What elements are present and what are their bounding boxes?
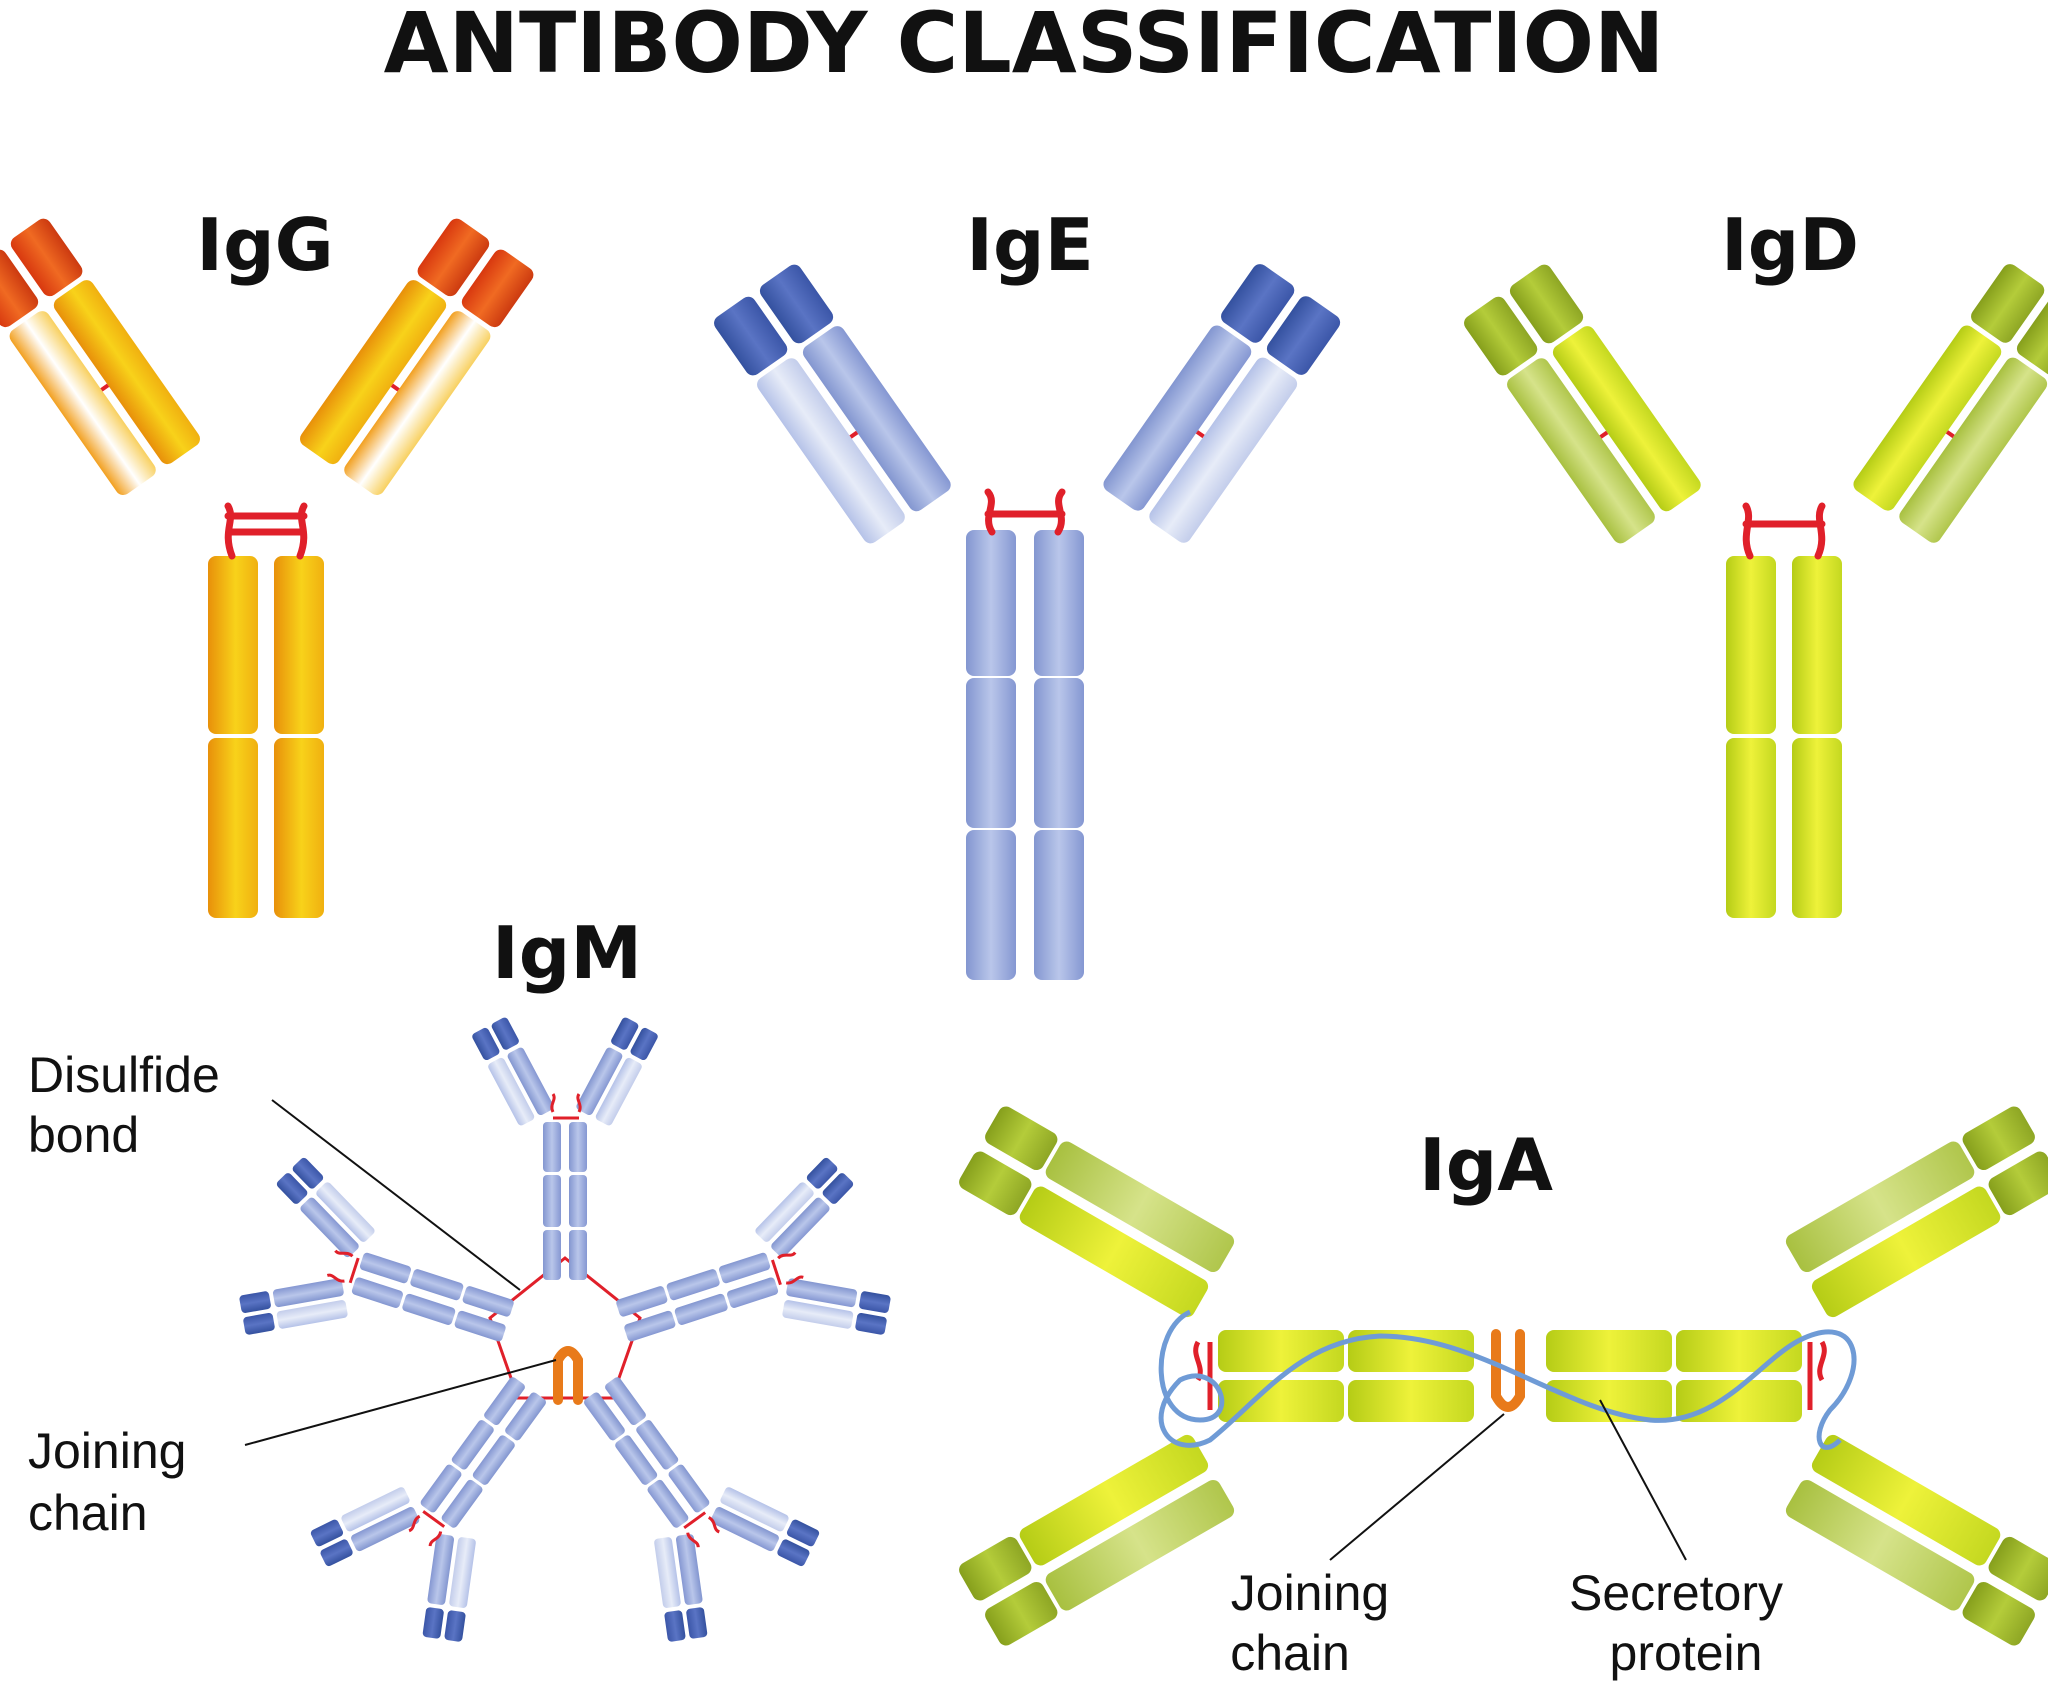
iga-left-stem-bottom-1 [1218,1380,1344,1422]
igg-disulfide-bonds [224,502,308,560]
igg-left-light-chain [9,311,156,496]
igm-joining-label-line2: chain [28,1485,148,1541]
igg-left-light-variable [0,249,39,328]
igm-monomer [616,1157,891,1342]
ige-disulfide-bonds [984,488,1066,536]
igd-right-light-chain [1899,357,2048,543]
igm-joining-leader [244,1359,557,1446]
igm-monomers [239,1017,891,1642]
igm-monomer [310,1377,546,1642]
ige-stem-left-2 [966,678,1016,828]
page-title: ANTIBODY CLASSIFICATION [384,0,1665,92]
igd-right-heavy-chain [1853,325,2002,511]
iga-secretory-leader [1599,1399,1687,1561]
igg-left-heavy-chain [53,280,200,465]
igm-joining-label-line1: Joining [28,1423,186,1479]
igg-label: IgG [196,203,333,287]
igg-stem-right-upper [274,556,324,734]
iga-right-lower-arm [1785,1434,2048,1646]
iga-secretory-label-line1: Secretory [1569,1565,1783,1621]
ige-left-light-variable [714,296,788,376]
igd-antibody: IgD [1464,203,2048,918]
ige-right-heavy-chain [1103,325,1252,511]
igd-stem-left-lower [1726,738,1776,918]
igg-right-light-variable [461,249,534,328]
ige-left-heavy-variable [759,264,834,344]
igm-disulfide-label-line2: bond [28,1107,139,1163]
ige-label: IgE [966,203,1094,287]
igm-label: IgM [492,911,642,995]
iga-right-stem-bottom-2 [1676,1380,1802,1422]
igm-disulfide-leader [271,1099,521,1291]
igg-left-heavy-variable [10,218,83,297]
iga-left-stem-bottom-2 [1348,1380,1474,1422]
iga-left-stem-top-2 [1348,1330,1474,1372]
iga-joining-label-line2: chain [1230,1625,1350,1681]
igg-stem-right-lower [274,738,324,918]
igg-antibody: IgG [0,203,534,918]
ige-left-heavy-chain [802,326,951,512]
iga-left-lower-arm [959,1434,1235,1646]
igd-left-light-chain [1507,358,1655,544]
igm-joining-chain [553,1346,583,1405]
igd-left-heavy-chain [1552,326,1701,512]
iga-right-stem-bottom-1 [1546,1380,1672,1422]
igg-stem-left-upper [208,556,258,734]
iga-secretory-protein [1158,1309,1857,1450]
igg-right-heavy-chain [300,280,447,465]
ige-right-light-variable [1266,296,1341,375]
igm-disulfide-pentagon [488,1256,642,1400]
igm-antibody: IgM Disulfide bond Joining chain [28,911,891,1642]
igd-label: IgD [1721,203,1859,287]
igd-right-heavy-variable [1971,264,2045,343]
ige-stem-right-2 [1034,678,1084,828]
ige-right-light-chain [1149,357,1298,543]
iga-left-upper-arm [959,1106,1235,1318]
igg-right-light-chain [344,311,491,496]
igd-stem-right-upper [1792,556,1842,734]
ige-antibody: IgE [714,203,1341,980]
igg-stem-left-lower [208,738,258,918]
igg-right-heavy-variable [417,218,490,297]
iga-antibody: IgA [959,1106,2048,1681]
ige-left-light-chain [757,358,905,544]
iga-joining-leader [1329,1413,1505,1561]
igm-monomer [239,1157,514,1342]
iga-label: IgA [1419,1123,1553,1207]
ige-stem-right-1 [1034,530,1084,676]
ige-stem-left-3 [966,830,1016,980]
ige-right-heavy-variable [1221,264,1295,343]
iga-disulfide-bonds [1193,1340,1827,1410]
iga-right-stem-top-1 [1546,1330,1672,1372]
iga-joining-label-line1: Joining [1231,1565,1389,1621]
igd-disulfide-bonds [1742,502,1826,560]
igd-left-heavy-variable [1509,264,1584,344]
igm-disulfide-label-line1: Disulfide [28,1047,220,1103]
ige-stem-left-1 [966,530,1016,676]
igd-stem-right-lower [1792,738,1842,918]
igm-monomer [472,1017,658,1280]
iga-joining-chain [1491,1329,1525,1412]
iga-left-stem-top-1 [1218,1330,1344,1372]
igd-stem-left-upper [1726,556,1776,734]
igd-left-light-variable [1464,296,1538,376]
ige-stem-right-3 [1034,830,1084,980]
iga-secretory-label-line2: protein [1610,1625,1763,1681]
igd-right-light-variable [2016,296,2048,375]
igm-monomer [584,1377,820,1642]
iga-right-upper-arm [1785,1106,2048,1318]
